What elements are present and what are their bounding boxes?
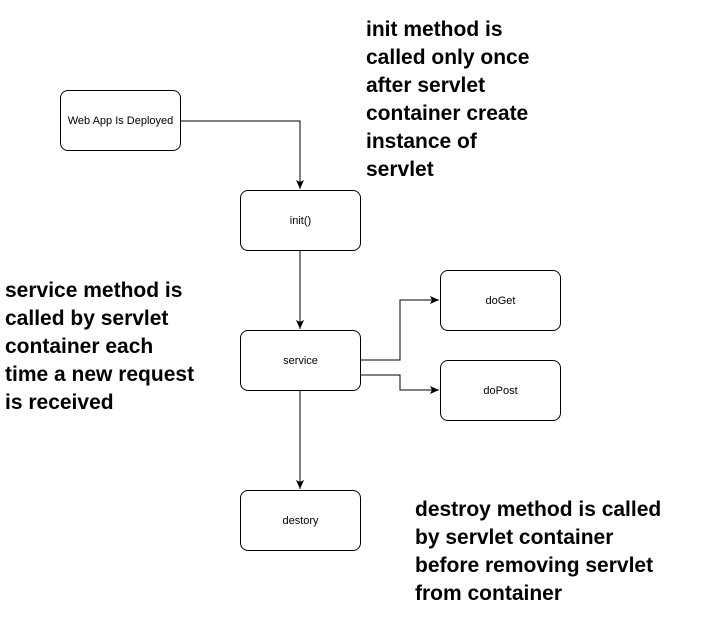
node-destroy: destory xyxy=(240,490,361,551)
node-dopost: doPost xyxy=(440,360,561,421)
edge-service-to-dopost xyxy=(361,374,439,394)
edge-deployed-to-init xyxy=(181,120,304,189)
note-init: init method is called only once after se… xyxy=(366,18,530,181)
node-init: init() xyxy=(240,190,361,251)
node-doget: doGet xyxy=(440,270,561,331)
edge-service-to-doget xyxy=(361,296,439,361)
node-web-app-deployed: Web App Is Deployed xyxy=(60,90,181,151)
note-destroy: destroy method is called by servlet cont… xyxy=(415,498,662,605)
note-service: service method is called by servlet cont… xyxy=(5,279,195,414)
node-service: service xyxy=(240,330,361,391)
